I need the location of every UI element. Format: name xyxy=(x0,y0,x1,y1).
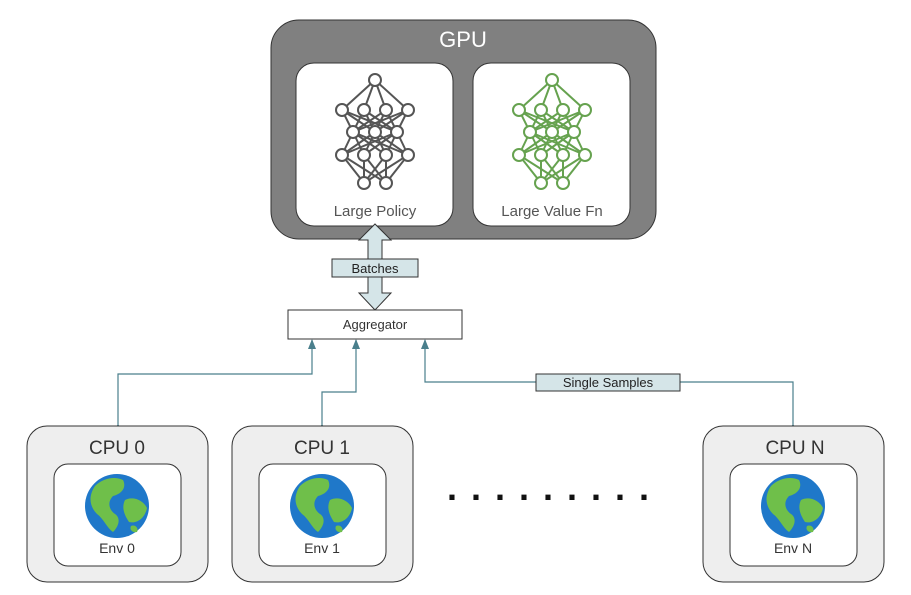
policy-panel: Large Policy xyxy=(295,62,454,227)
single-samples-tag: Single Samples xyxy=(535,373,681,392)
env-label: Env N xyxy=(774,540,812,556)
cpu-node-n: CPU N Env N xyxy=(702,425,885,583)
connector-cpu0 xyxy=(114,339,316,433)
network-node xyxy=(545,125,559,139)
network-node xyxy=(357,103,371,117)
network-node xyxy=(523,125,537,139)
network-edge xyxy=(540,154,586,184)
network-node xyxy=(379,176,393,190)
cpu-title: CPU 0 xyxy=(89,438,145,459)
network-node xyxy=(556,103,570,117)
network-edge xyxy=(352,109,409,133)
env-label: Env 1 xyxy=(304,540,340,556)
network-edge xyxy=(551,79,586,111)
network-node xyxy=(357,148,371,162)
network-edge xyxy=(529,109,586,133)
batches-label: Batches xyxy=(352,261,399,276)
network-node xyxy=(379,148,393,162)
env-label: Env 0 xyxy=(99,540,135,556)
globe-icon xyxy=(761,474,825,538)
network-edge xyxy=(363,154,409,184)
network-node xyxy=(512,103,526,117)
network-node xyxy=(335,148,349,162)
cpu-title: CPU 1 xyxy=(294,438,350,459)
network-node xyxy=(556,148,570,162)
batches-tag: Batches xyxy=(331,258,419,278)
ellipsis: . . . . . . . . . xyxy=(447,467,651,508)
network-edge xyxy=(518,131,575,156)
network-node xyxy=(390,125,404,139)
cpu-title: CPU N xyxy=(765,438,824,459)
network-node xyxy=(401,148,415,162)
value-panel: Large Value Fn xyxy=(472,62,631,227)
network-node xyxy=(578,148,592,162)
value-label: Large Value Fn xyxy=(501,203,602,220)
cpu-node-0: CPU 0 Env 0 xyxy=(26,425,209,583)
connector-cpu1 xyxy=(318,339,360,433)
network-node xyxy=(346,125,360,139)
network-edge xyxy=(518,79,553,111)
network-node xyxy=(335,103,349,117)
network-node xyxy=(545,73,559,87)
network-node xyxy=(401,103,415,117)
network-node xyxy=(368,73,382,87)
network-node xyxy=(512,148,526,162)
gpu-title: GPU xyxy=(439,27,487,52)
network-node xyxy=(357,176,371,190)
globe-icon xyxy=(85,474,149,538)
network-node xyxy=(578,103,592,117)
globe-icon xyxy=(290,474,354,538)
network-edge xyxy=(374,79,409,111)
policy-label: Large Policy xyxy=(334,203,417,220)
network-node xyxy=(534,148,548,162)
aggregator-label: Aggregator xyxy=(343,317,408,332)
aggregator-box: Aggregator xyxy=(287,309,463,340)
network-node xyxy=(567,125,581,139)
network-node xyxy=(379,103,393,117)
network-node xyxy=(556,176,570,190)
cpu-node-1: CPU 1 Env 1 xyxy=(231,425,414,583)
network-edge xyxy=(341,79,376,111)
neural-network-icon xyxy=(512,73,592,190)
network-node xyxy=(534,103,548,117)
neural-network-icon xyxy=(335,73,415,190)
network-edge xyxy=(341,131,398,156)
network-node xyxy=(534,176,548,190)
network-node xyxy=(368,125,382,139)
single-samples-label: Single Samples xyxy=(563,375,654,390)
